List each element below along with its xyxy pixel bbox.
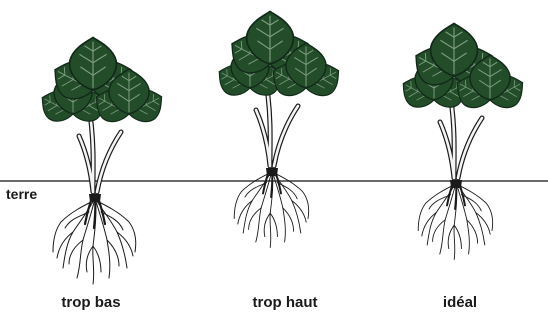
- caption-too-low: trop bas: [61, 294, 120, 311]
- plant-trop-bas: [35, 38, 169, 285]
- caption-too-high: trop haut: [253, 294, 318, 311]
- plant-ideal: [396, 24, 530, 260]
- strawberry-plant-icon: [35, 38, 169, 203]
- root-system-icon: [418, 182, 492, 259]
- strawberry-plant-icon: [396, 24, 530, 189]
- root-system-icon: [53, 198, 136, 284]
- soil-label: terre: [6, 186, 37, 202]
- plant-trop-haut: [212, 12, 346, 248]
- caption-ideal: idéal: [443, 294, 477, 311]
- strawberry-plant-icon: [212, 12, 346, 177]
